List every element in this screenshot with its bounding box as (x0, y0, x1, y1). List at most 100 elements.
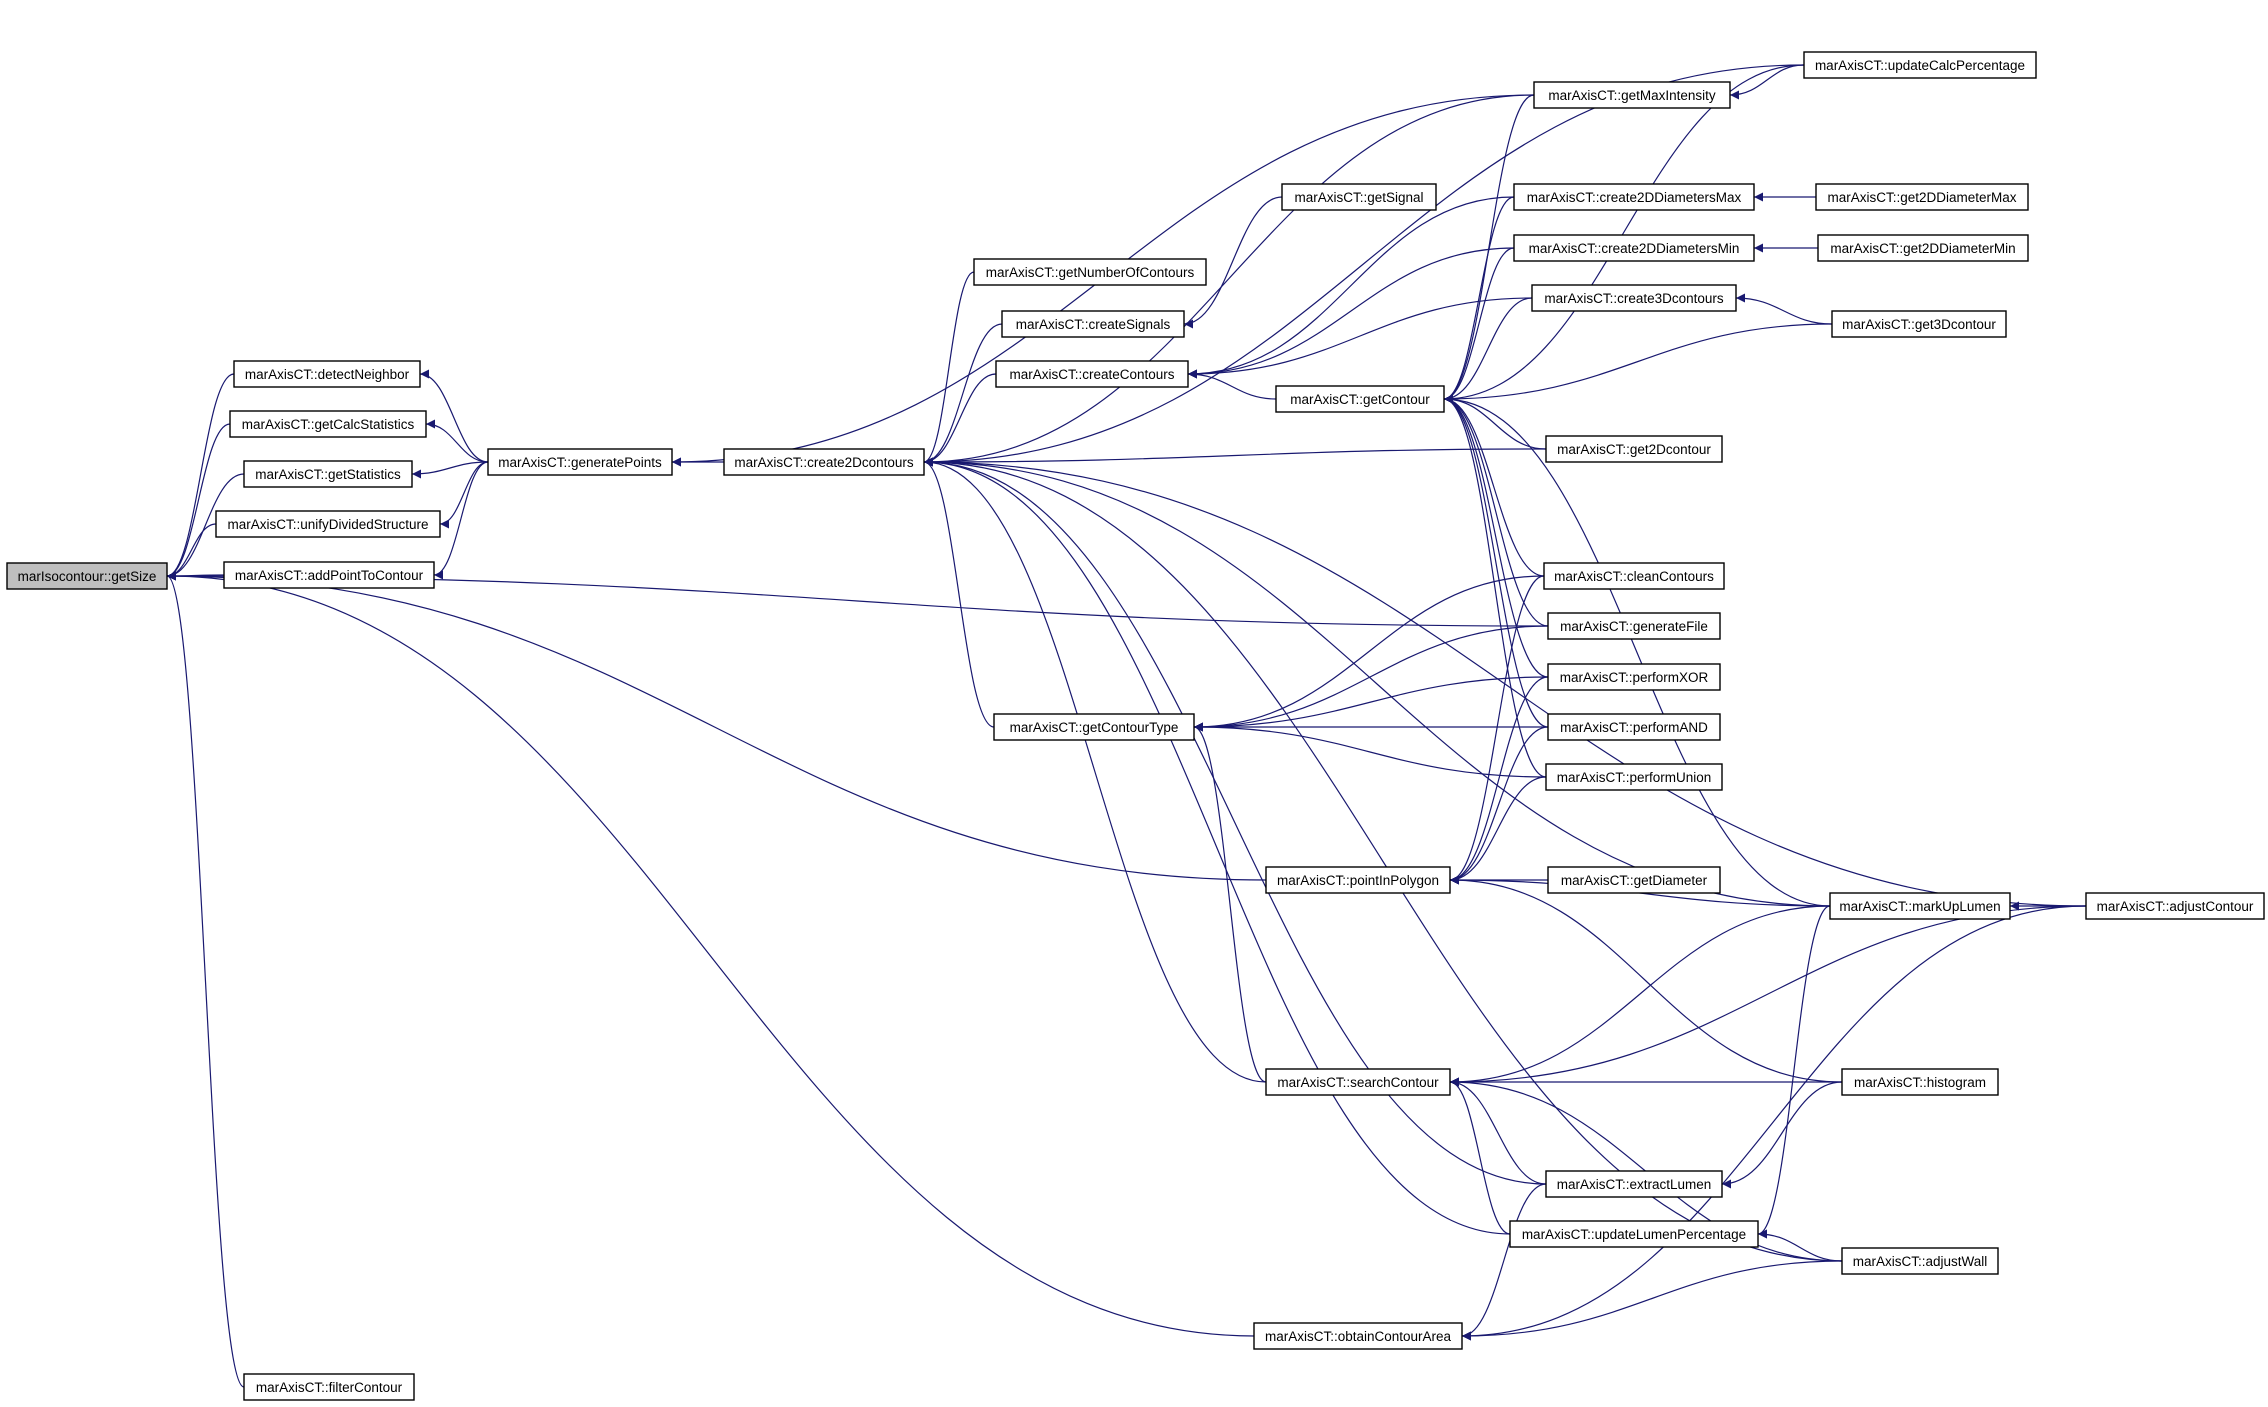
edge-create2DDiametersMax-to-getContour (1443, 196, 1515, 404)
node-label: marAxisCT::get2DDiameterMax (1827, 190, 2016, 205)
edge-performXOR-to-pointInPolygon (1449, 676, 1549, 885)
node-box (723, 448, 925, 476)
edge-get2Dcontour-to-getContour (1443, 394, 1547, 450)
node-detectNeighbor[interactable]: marAxisCT::detectNeighbor (233, 360, 421, 388)
node-create2DDiametersMax[interactable]: marAxisCT::create2DDiametersMax (1513, 183, 1755, 211)
node-box (1547, 663, 1721, 691)
node-label: marAxisCT::addPointToContour (235, 568, 424, 583)
node-label: marAxisCT::filterContour (256, 1380, 403, 1395)
node-markUpLumen[interactable]: marAxisCT::markUpLumen (1829, 892, 2011, 920)
node-box (1275, 385, 1445, 413)
node-box (995, 360, 1189, 388)
node-box (1513, 183, 1755, 211)
node-box (1265, 866, 1451, 894)
node-getMaxIntensity[interactable]: marAxisCT::getMaxIntensity (1533, 81, 1731, 109)
edge-cleanContours-to-getContourType (1193, 575, 1545, 732)
node-box (215, 510, 441, 538)
edge-markUpLumen-to-searchContour (1449, 905, 1831, 1087)
node-get2DDiameterMax[interactable]: marAxisCT::get2DDiameterMax (1815, 183, 2029, 211)
edge-adjustWall-to-create2Dcontours (923, 457, 1843, 1262)
node-box (1547, 713, 1721, 741)
edge-adjustWall-to-updateLumenPercentage (1757, 1229, 1843, 1262)
node-performAND[interactable]: marAxisCT::performAND (1547, 713, 1721, 741)
edge-searchContour-to-getContourType (1193, 722, 1267, 1083)
node-label: marAxisCT::getContourType (1010, 720, 1179, 735)
node-label: marAxisCT::searchContour (1277, 1075, 1439, 1090)
edge-create2DDiametersMin-to-getContour (1443, 247, 1515, 404)
edge-performUnion-to-getContour (1443, 394, 1547, 778)
node-create2DDiametersMin[interactable]: marAxisCT::create2DDiametersMin (1513, 234, 1755, 262)
node-box (1841, 1247, 1999, 1275)
node-get2Dcontour[interactable]: marAxisCT::get2Dcontour (1545, 435, 1723, 463)
edge-get3Dcontour-to-create3Dcontours (1735, 293, 1833, 325)
node-get3Dcontour[interactable]: marAxisCT::get3Dcontour (1831, 310, 2007, 338)
edge-cleanContours-to-pointInPolygon (1449, 575, 1545, 885)
node-performUnion[interactable]: marAxisCT::performUnion (1545, 763, 1723, 791)
node-updateCalcPercentage[interactable]: marAxisCT::updateCalcPercentage (1803, 51, 2037, 79)
node-label: marAxisCT::histogram (1854, 1075, 1986, 1090)
edge-markUpLumen-to-updateLumenPercentage (1757, 905, 1831, 1239)
node-adjustContour[interactable]: marAxisCT::adjustContour (2085, 892, 2265, 920)
node-box (243, 460, 413, 488)
node-label: marAxisCT::performXOR (1560, 670, 1709, 685)
node-label: marAxisCT::pointInPolygon (1277, 873, 1439, 888)
node-label: marAxisCT::adjustWall (1853, 1254, 1988, 1269)
node-layer: marIsocontour::getSize marAxisCT::detectN… (6, 51, 2265, 1401)
node-generatePoints[interactable]: marAxisCT::generatePoints (487, 448, 673, 476)
node-histogram[interactable]: marAxisCT::histogram (1841, 1068, 1999, 1096)
edge-performXOR-to-getContourType (1193, 676, 1549, 732)
node-extractLumen[interactable]: marAxisCT::extractLumen (1545, 1170, 1723, 1198)
node-performXOR[interactable]: marAxisCT::performXOR (1547, 663, 1721, 691)
node-box (1531, 284, 1737, 312)
node-updateLumenPercentage[interactable]: marAxisCT::updateLumenPercentage (1509, 1220, 1759, 1248)
node-label: marAxisCT::get3Dcontour (1842, 317, 1996, 332)
edge-obtainContourArea-to-getSize (166, 571, 1255, 1337)
node-create3Dcontours[interactable]: marAxisCT::create3Dcontours (1531, 284, 1737, 312)
node-unifyDividedStructure[interactable]: marAxisCT::unifyDividedStructure (215, 510, 441, 538)
node-cleanContours[interactable]: marAxisCT::cleanContours (1543, 562, 1725, 590)
node-addPointToContour[interactable]: marAxisCT::addPointToContour (223, 561, 435, 589)
node-getSize[interactable]: marIsocontour::getSize (6, 562, 168, 590)
edge-get3Dcontour-to-getContour (1443, 323, 1833, 404)
node-label: marIsocontour::getSize (18, 569, 157, 584)
edge-getNumberOfContours-to-create2Dcontours (923, 271, 975, 467)
node-adjustWall[interactable]: marAxisCT::adjustWall (1841, 1247, 1999, 1275)
node-box (993, 713, 1195, 741)
node-label: marAxisCT::get2Dcontour (1557, 442, 1711, 457)
node-box (973, 258, 1207, 286)
node-label: marAxisCT::getSignal (1294, 190, 1423, 205)
node-obtainContourArea[interactable]: marAxisCT::obtainContourArea (1253, 1322, 1463, 1350)
edge-performXOR-to-getContour (1443, 394, 1549, 678)
node-box (243, 1373, 415, 1401)
node-box (1545, 763, 1723, 791)
edge-performUnion-to-pointInPolygon (1449, 776, 1547, 885)
node-getCalcStatistics[interactable]: marAxisCT::getCalcStatistics (229, 410, 427, 438)
node-pointInPolygon[interactable]: marAxisCT::pointInPolygon (1265, 866, 1451, 894)
edge-getStatistics-to-getSize (166, 473, 245, 581)
edge-searchContour-to-create2Dcontours (923, 457, 1267, 1083)
node-get2DDiameterMin[interactable]: marAxisCT::get2DDiameterMin (1817, 234, 2029, 262)
node-getContourType[interactable]: marAxisCT::getContourType (993, 713, 1195, 741)
edge-updateLumenPercentage-to-create2Dcontours (923, 457, 1511, 1235)
edge-getMaxIntensity-to-create2Dcontours (923, 94, 1535, 467)
node-getStatistics[interactable]: marAxisCT::getStatistics (243, 460, 413, 488)
edge-adjustContour-to-searchContour (1449, 905, 2087, 1087)
node-getSignal[interactable]: marAxisCT::getSignal (1281, 183, 1437, 211)
node-getContour[interactable]: marAxisCT::getContour (1275, 385, 1445, 413)
node-createSignals[interactable]: marAxisCT::createSignals (1001, 310, 1185, 338)
edge-generatePoints-to-detectNeighbor (419, 369, 489, 463)
node-create2Dcontours[interactable]: marAxisCT::create2Dcontours (723, 448, 925, 476)
node-label: marAxisCT::generateFile (1560, 619, 1708, 634)
node-label: marAxisCT::getCalcStatistics (242, 417, 415, 432)
edge-createContours-to-create2Dcontours (923, 373, 997, 467)
edge-generateFile-to-getContour (1443, 394, 1549, 627)
node-generateFile[interactable]: marAxisCT::generateFile (1547, 612, 1721, 640)
node-getDiameter[interactable]: marAxisCT::getDiameter (1547, 866, 1721, 894)
node-searchContour[interactable]: marAxisCT::searchContour (1265, 1068, 1451, 1096)
edge-getSignal-to-createSignals (1183, 196, 1283, 329)
node-getNumberOfContours[interactable]: marAxisCT::getNumberOfContours (973, 258, 1207, 286)
node-filterContour[interactable]: marAxisCT::filterContour (243, 1373, 415, 1401)
edge-cleanContours-to-getContour (1443, 394, 1545, 577)
edge-detectNeighbor-to-getSize (166, 373, 235, 581)
node-createContours[interactable]: marAxisCT::createContours (995, 360, 1189, 388)
